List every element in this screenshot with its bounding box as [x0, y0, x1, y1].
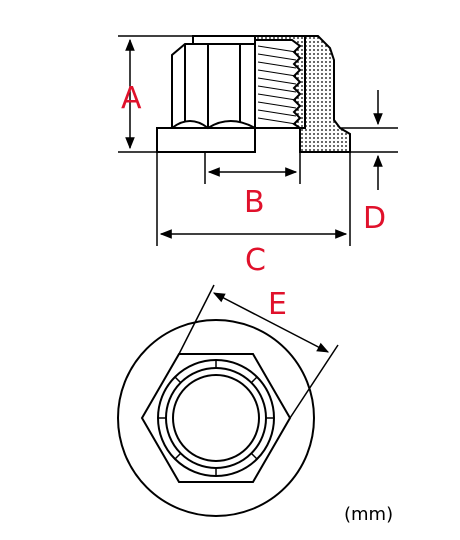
flange-outline	[117, 319, 315, 517]
hex-top	[192, 35, 256, 45]
label-c: C	[245, 243, 266, 278]
dim-e-arrow	[212, 292, 330, 353]
label-d: D	[363, 201, 386, 236]
label-a: A	[121, 81, 142, 116]
dim-e	[178, 284, 339, 419]
side-view	[156, 35, 351, 153]
bore	[172, 374, 260, 462]
dimension-lines	[118, 35, 398, 246]
lock-ring-slots	[158, 360, 274, 476]
label-e: E	[268, 287, 287, 322]
top-view	[117, 319, 315, 517]
thread-lines	[257, 45, 297, 125]
hex-chamfer	[171, 120, 256, 130]
section-hatch	[254, 35, 351, 153]
flange-left	[156, 127, 256, 153]
unit-label: (mm)	[344, 504, 393, 525]
label-b: B	[244, 185, 265, 220]
